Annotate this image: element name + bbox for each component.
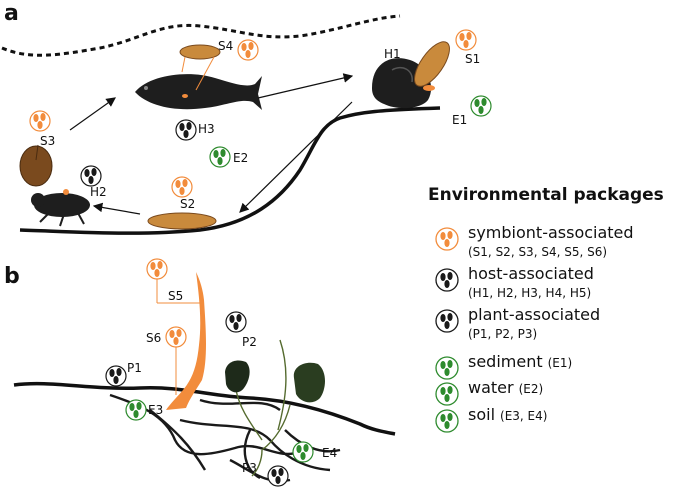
soil-line	[13, 381, 396, 436]
label-h1: H1	[384, 47, 401, 61]
symbiont-icon-s1	[455, 29, 477, 51]
root-network	[109, 393, 341, 483]
host-icon-h3	[175, 119, 197, 141]
symbiont-icon-s3	[29, 110, 51, 132]
arrow-s3-to-h3	[69, 97, 116, 131]
symbiont-s4-worm	[179, 44, 221, 60]
legend-title: Environmental packages	[428, 185, 664, 205]
symbiont-icon-s6	[165, 326, 187, 348]
label-e3: E3	[148, 403, 163, 417]
symbiont-cells-icon	[435, 227, 459, 251]
symbiont-s3-tick	[19, 145, 53, 187]
plant-stem-network	[235, 339, 291, 477]
legend-item-name: symbiont-associated	[468, 223, 634, 242]
symbiont-icon-s4	[237, 39, 259, 61]
environment-icon-e1	[470, 95, 492, 117]
panel-label-b: b	[4, 264, 20, 289]
legend-item-name: plant-associated	[468, 305, 601, 324]
environment-icon-e2	[209, 146, 231, 168]
legend-item-codes: (P1, P2, P3)	[468, 327, 538, 341]
legend-item-name: sediment	[468, 352, 543, 371]
label-p3: P3	[242, 461, 257, 475]
plant-icon-p1	[105, 365, 127, 387]
label-s6: S6	[146, 331, 161, 345]
label-s3: S3	[40, 134, 55, 148]
symbiont-s5-s6-fungus	[166, 272, 206, 410]
symbiont-icon-s5	[146, 258, 168, 280]
plant-leaf-right	[293, 362, 325, 403]
label-s5: S5	[168, 289, 183, 303]
plant-icon-p2	[225, 311, 247, 333]
symbiont-s2-worm	[147, 212, 217, 230]
legend-item-codes: (E3, E4)	[500, 409, 548, 423]
fish-host-h3	[135, 74, 262, 110]
plant-cells-icon	[435, 309, 459, 333]
plant-leaf-p2	[225, 360, 250, 393]
plant-icon-p3	[267, 465, 289, 487]
sediment-line	[19, 106, 441, 235]
soil-cells-icon	[435, 409, 459, 433]
arrow-s2-to-h2	[92, 202, 141, 215]
label-p1: P1	[127, 361, 142, 375]
sediment-cells-icon	[435, 356, 459, 380]
legend-item-codes: (E1)	[547, 356, 573, 370]
arrow-h1-to-s2	[239, 101, 353, 213]
legend-item-codes: (H1, H2, H3, H4, H5)	[468, 286, 592, 300]
host-cells-icon	[435, 268, 459, 292]
label-p2: P2	[242, 335, 257, 349]
label-s1: S1	[465, 52, 480, 66]
water-cells-icon	[435, 382, 459, 406]
label-e4: E4	[322, 446, 337, 460]
label-e2: E2	[233, 151, 248, 165]
legend-item-codes: (S1, S2, S3, S4, S5, S6)	[468, 245, 608, 259]
legend-item-codes: (E2)	[518, 382, 544, 396]
insect-host-h2	[31, 189, 90, 227]
host-icon-h2	[80, 165, 102, 187]
label-e1: E1	[452, 113, 467, 127]
legend-item-name: soil	[468, 405, 496, 424]
symbiont-icon-s2	[171, 176, 193, 198]
label-s4: S4	[218, 39, 233, 53]
legend-item-name: water	[468, 378, 514, 397]
legend-item-name: host-associated	[468, 264, 594, 283]
label-h2: H2	[90, 185, 107, 199]
symbiont-s1-worm	[414, 41, 450, 87]
legend: Environmental packages symbiont-associat…	[428, 185, 685, 433]
label-s2: S2	[180, 197, 195, 211]
water-surface-line	[1, 14, 401, 57]
environment-icon-e4	[292, 441, 314, 463]
environment-icon-e3	[125, 399, 147, 421]
panel-label-a: a	[4, 1, 19, 26]
arrow-h3-to-h1	[257, 73, 354, 99]
label-h3: H3	[198, 122, 215, 136]
